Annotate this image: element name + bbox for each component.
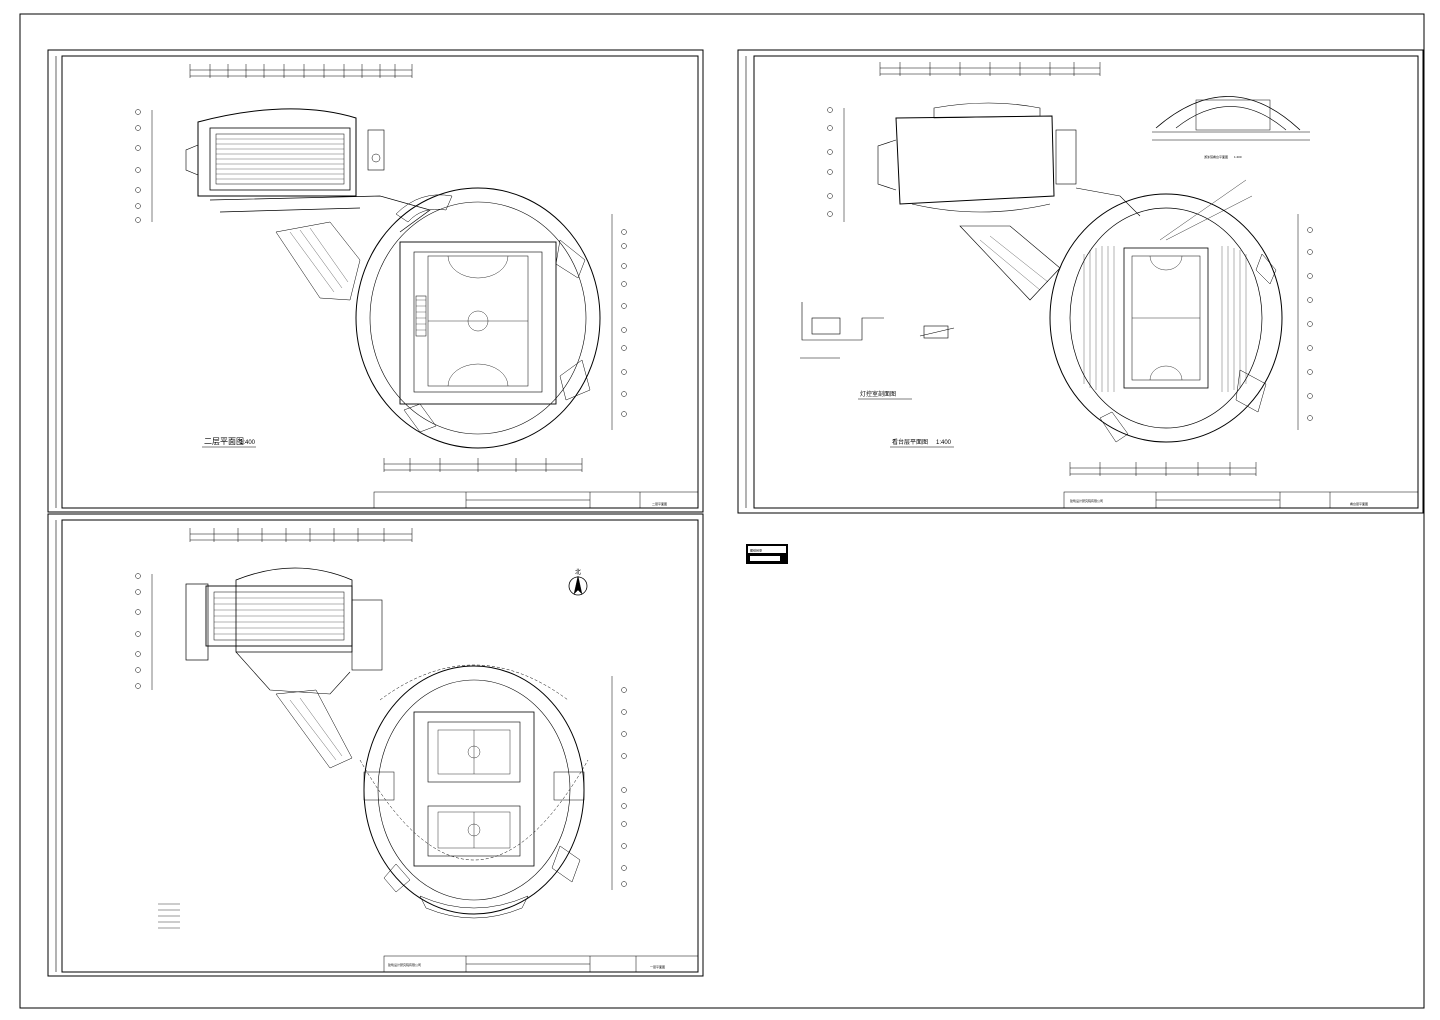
dimension-line-top	[189, 528, 413, 542]
axis-right	[611, 676, 627, 890]
section-detail	[800, 302, 955, 359]
plan-scale: 1:400	[240, 440, 256, 446]
natatorium-block	[185, 108, 385, 197]
dimension-line-top	[879, 62, 1101, 76]
outer-border	[19, 13, 1425, 1009]
axis-right	[1297, 214, 1313, 430]
sheet-bottom-left[interactable]: 北	[47, 513, 704, 977]
north-arrow-icon	[568, 575, 588, 596]
natatorium-block	[185, 567, 383, 769]
sheet-top-right[interactable]: 游泳馆看台平面图 1:400	[737, 49, 1424, 514]
dimension-line-top	[189, 64, 413, 78]
title-block	[373, 491, 699, 509]
title-block-name: 二层平面图	[652, 501, 667, 506]
dimension-line-bottom	[383, 458, 583, 472]
title-block-name: 一层平面图	[650, 964, 665, 969]
sheet-top-left[interactable]: 二层平面图 1:400 二层平面图	[47, 49, 704, 513]
stamp-label: 图纸目录	[750, 548, 762, 553]
link-corridor	[209, 195, 431, 301]
drawing-stamp	[746, 544, 788, 564]
title-block-name: 看台层平面图	[1350, 501, 1368, 506]
detail-caption: 灯控室剖面图	[860, 390, 896, 398]
inset-seating-plan	[1152, 96, 1310, 141]
title-block	[383, 955, 699, 973]
dimension-line-bottom	[1069, 462, 1257, 476]
stadium-plan	[359, 664, 589, 919]
legend-notes	[158, 903, 180, 929]
plan-caption: 看台层平面图	[892, 438, 928, 446]
plan-scale: 1:400	[936, 440, 952, 446]
stadium-plan	[1049, 179, 1283, 443]
inset-caption: 游泳馆看台平面图	[1204, 154, 1228, 159]
title-block	[1063, 491, 1419, 509]
axis-left	[827, 107, 845, 222]
inset-scale: 1:400	[1234, 155, 1242, 159]
axis-left	[135, 109, 153, 223]
axis-right	[611, 214, 627, 430]
title-block-company: 建筑设计研究院有限公司	[388, 962, 421, 967]
axis-left	[135, 573, 153, 690]
stadium-plan	[355, 187, 601, 449]
plan-caption: 二层平面图	[204, 437, 244, 446]
title-block-company: 建筑设计研究院有限公司	[1070, 498, 1103, 503]
natatorium-block	[877, 102, 1141, 301]
north-label: 北	[575, 568, 581, 576]
